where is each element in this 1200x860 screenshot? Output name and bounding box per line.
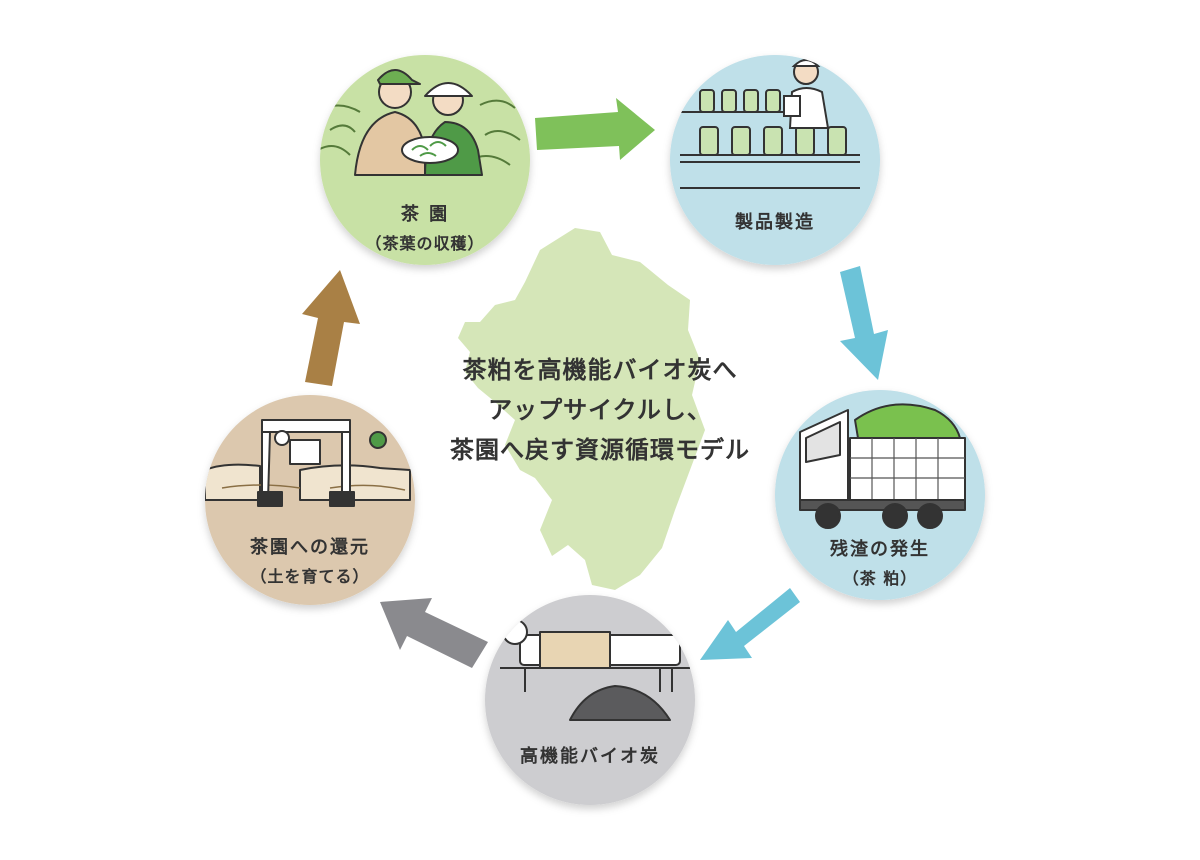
node-subtitle: （茶 粕）	[842, 569, 918, 588]
node-label-biochar: 高機能バイオ炭	[490, 742, 690, 768]
node-title: 茶 園	[400, 204, 450, 225]
node-label-tea-garden: 茶 園 （茶葉の収穫）	[325, 200, 525, 254]
arrow-manufacturing-to-residue	[840, 266, 888, 380]
node-title: 茶園への還元	[250, 537, 370, 558]
arrow-return-to-garden	[302, 270, 360, 386]
arrow-residue-to-biochar	[700, 588, 800, 660]
center-line-3: 茶園へ戻す資源循環モデル	[450, 436, 750, 464]
arrow-biochar-to-return	[380, 598, 488, 668]
node-title: 残渣の発生	[830, 539, 930, 560]
tea-harvester-icon	[205, 419, 411, 507]
node-label-residue: 残渣の発生 （茶 粕）	[780, 535, 980, 589]
node-subtitle: （茶葉の収穫）	[365, 234, 485, 253]
node-subtitle: （土を育てる）	[250, 567, 370, 586]
kyushu-map	[458, 228, 705, 590]
center-line-1: 茶粕を高機能バイオ炭へ	[462, 356, 738, 384]
arrow-garden-to-manufacturing	[535, 98, 655, 160]
dump-truck-icon	[799, 403, 966, 529]
node-title: 高機能バイオ炭	[520, 746, 660, 767]
center-caption: 茶粕を高機能バイオ炭へ アップサイクルし、 茶園へ戻す資源循環モデル	[400, 350, 800, 470]
node-label-return: 茶園への還元 （土を育てる）	[210, 533, 410, 587]
node-title: 製品製造	[735, 212, 815, 233]
node-label-manufacturing: 製品製造	[675, 208, 875, 234]
farmers-harvest-icon	[320, 69, 521, 176]
center-line-2: アップサイクルし、	[488, 396, 712, 424]
rotary-kiln-icon	[500, 619, 690, 721]
